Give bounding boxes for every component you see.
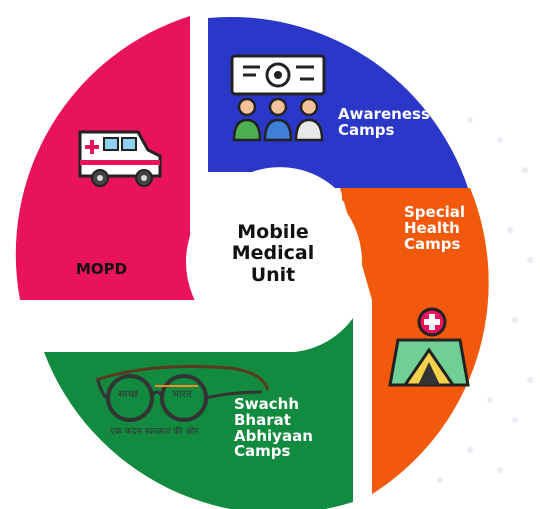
awareness-label-line: Awareness — [338, 105, 430, 123]
awareness-label-line: Camps — [338, 120, 395, 139]
people-presentation-icon — [230, 54, 326, 142]
center-title-line: Medical — [231, 242, 315, 265]
mopd-label: MOPD — [76, 260, 128, 278]
center-title-line: Unit — [250, 263, 296, 286]
swachh-bharat-label: Swachh Bharat Abhiyaan Camps — [234, 395, 313, 461]
special-health-label: Special Health Camps — [404, 203, 466, 253]
spectacles-logo-icon — [95, 365, 270, 422]
background-dots — [437, 117, 533, 483]
swachh-bharat-label-line: Bharat — [234, 410, 291, 429]
logo-left-text: स्वच्छ — [118, 389, 139, 400]
center-circle — [186, 174, 362, 350]
medical-tent-icon — [388, 307, 470, 387]
center-title-line: Mobile — [237, 221, 309, 243]
ambulance-icon — [78, 130, 162, 187]
swachh-bharat-label-line: Swachh — [234, 395, 300, 413]
mopd-label-line: MOPD — [76, 260, 128, 278]
center-title: Mobile Medical Unit — [218, 221, 328, 286]
special-health-label-line: Special — [404, 203, 466, 221]
logo-tagline: एक कदम स्वच्छता की ओर — [110, 427, 199, 437]
swachh-bharat-label-line: Abhiyaan — [234, 426, 313, 445]
special-health-label-line: Camps — [404, 234, 461, 253]
logo-right-text: भारत — [172, 389, 192, 400]
special-health-label-line: Health — [404, 218, 460, 237]
awareness-label: Awareness Camps — [338, 105, 430, 139]
swachh-bharat-label-line: Camps — [234, 442, 291, 461]
